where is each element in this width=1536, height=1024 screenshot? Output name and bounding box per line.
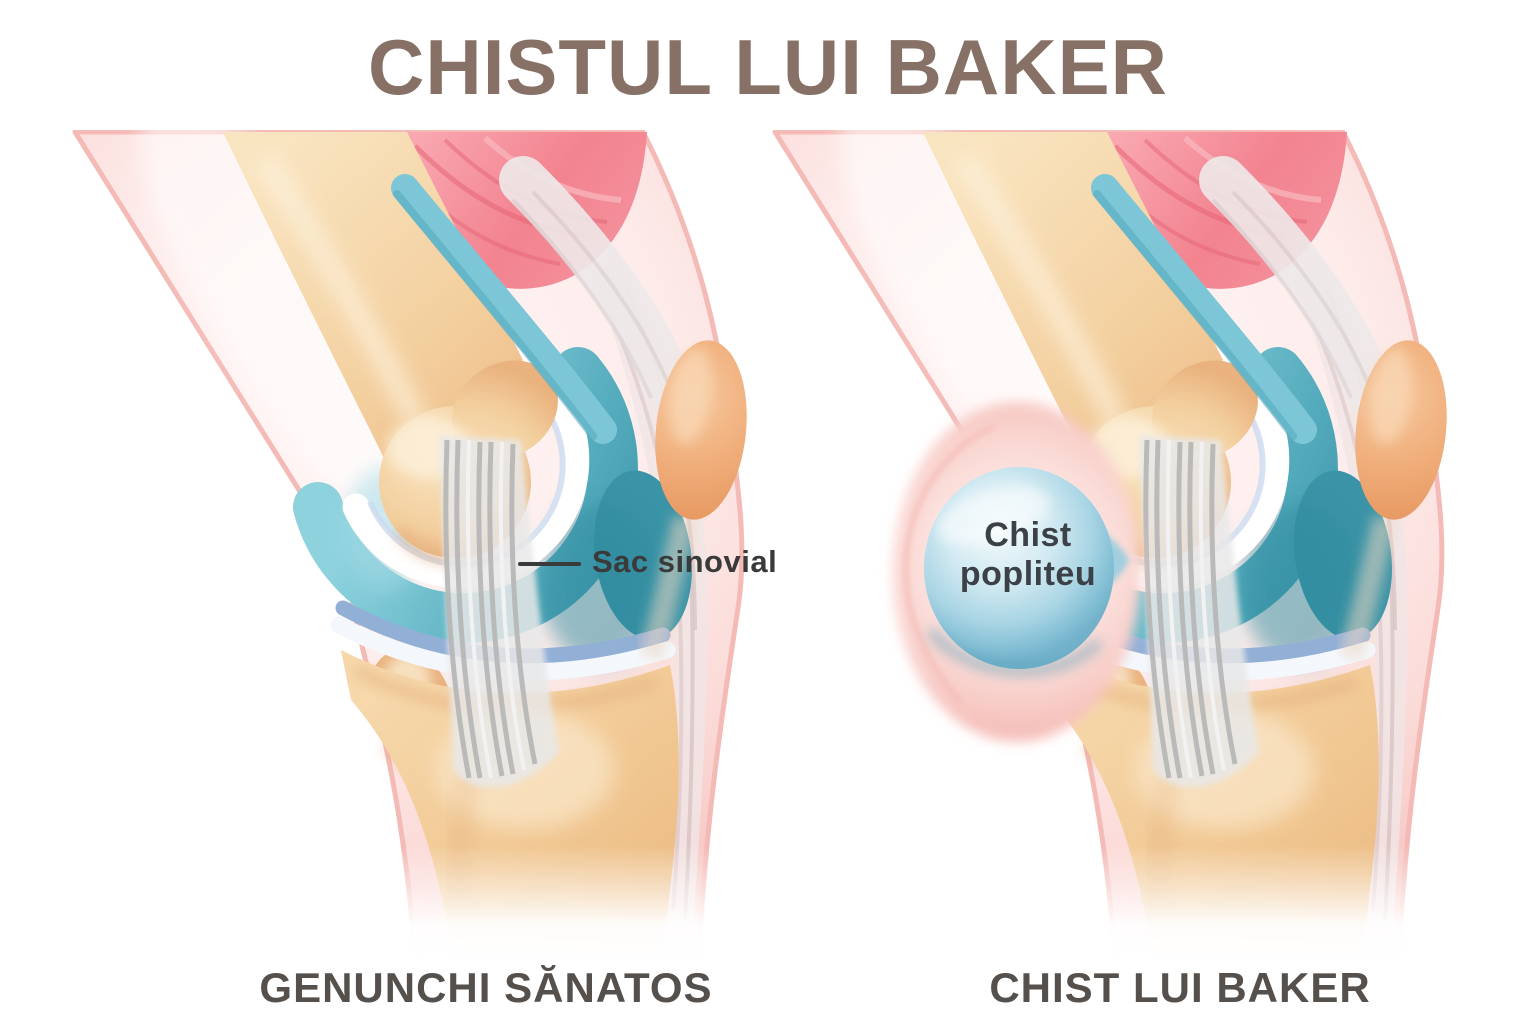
caption-healthy-knee: GENUNCHI SĂNATOS (259, 964, 713, 1011)
synovial-sac-leader-line (518, 562, 581, 566)
caption-baker-cyst: CHIST LUI BAKER (989, 964, 1371, 1011)
popliteal-cyst-label-line1: Chist (984, 516, 1072, 554)
popliteal-cyst-label-line2: popliteu (959, 555, 1097, 593)
page-title: CHISTUL LUI BAKER (368, 23, 1168, 111)
baker-cyst-knee-illustration (755, 130, 1465, 960)
synovial-sac-label: Sac sinovial (592, 544, 778, 579)
popliteal-cyst-label: Chist popliteu (960, 516, 1096, 594)
